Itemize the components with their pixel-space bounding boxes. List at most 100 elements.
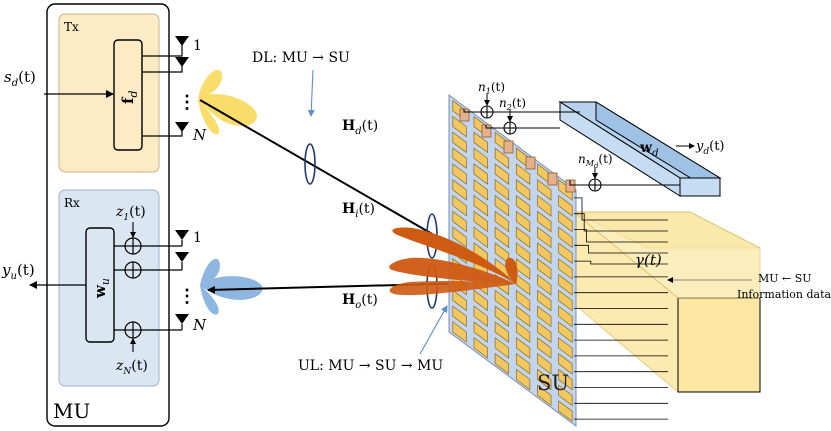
su-element xyxy=(558,194,573,217)
tx-beam xyxy=(198,69,257,135)
su-element xyxy=(494,289,510,312)
su-element xyxy=(494,305,510,328)
su-noise-m-label: nMd(t) xyxy=(578,152,613,170)
su-element xyxy=(452,147,467,170)
su-element xyxy=(558,226,573,249)
channel-o-label: Ho(t) xyxy=(342,292,378,311)
su-element xyxy=(473,163,488,185)
channel-d-label: Hd(t) xyxy=(342,118,378,137)
su-element xyxy=(537,273,552,296)
rx-antenna-first-label: 1 xyxy=(193,230,202,246)
su-adder-icon xyxy=(588,178,602,192)
rx-noise-top-label: z1(t) xyxy=(115,204,146,223)
tx-panel xyxy=(58,13,160,173)
su-element xyxy=(515,242,531,264)
rx-adder-icon xyxy=(124,261,142,279)
rx-adder-icon xyxy=(124,237,142,255)
su-element xyxy=(494,337,510,359)
su-combiner-block xyxy=(558,101,722,197)
rx-antenna-icon xyxy=(175,252,189,262)
su-control-wires xyxy=(574,197,668,420)
su-beam xyxy=(389,227,518,296)
rx-output-signal: yu(t) xyxy=(1,261,35,282)
su-element xyxy=(515,337,531,359)
su-element xyxy=(558,289,573,312)
su-element xyxy=(537,321,552,343)
ul-pointer xyxy=(419,305,448,355)
dl-pointer xyxy=(307,69,315,117)
su-element-grid xyxy=(452,99,573,423)
su-control-wire xyxy=(574,229,668,243)
su-element xyxy=(537,242,552,264)
su-control-wire xyxy=(574,213,668,232)
tx-feed-1 xyxy=(142,44,183,57)
su-element xyxy=(515,179,531,201)
precoder-label: fd xyxy=(119,91,140,105)
su-element xyxy=(558,305,573,328)
su-element xyxy=(473,147,488,170)
su-noise-2-label: n2(t) xyxy=(499,96,526,112)
su-element xyxy=(537,226,552,249)
su-sensor xyxy=(503,140,514,154)
su-element xyxy=(494,210,510,233)
su-element xyxy=(473,289,488,312)
su-element xyxy=(537,179,552,201)
su-element xyxy=(452,226,467,249)
su-element xyxy=(558,258,573,280)
channel-d-ellipse xyxy=(304,143,316,185)
su-element xyxy=(537,258,552,280)
su-element xyxy=(494,194,510,217)
su-element xyxy=(494,179,510,201)
su-element xyxy=(558,352,573,375)
su-element xyxy=(537,210,552,233)
su-element xyxy=(473,305,488,328)
su-element xyxy=(558,321,573,344)
tx-antenna-first-label: 1 xyxy=(193,38,202,54)
su-element xyxy=(515,368,531,391)
su-element xyxy=(452,115,467,138)
su-element xyxy=(558,400,573,423)
su-element xyxy=(515,163,531,185)
su-element xyxy=(515,305,531,328)
su-element xyxy=(452,131,467,154)
su-adder-icon xyxy=(503,121,517,135)
su-element xyxy=(473,179,488,201)
tx-input-signal: sd(t) xyxy=(4,68,36,89)
su-element xyxy=(537,384,552,407)
rx-antenna-icon xyxy=(175,314,189,324)
su-output-signal: yd(t) xyxy=(695,139,725,157)
su-element xyxy=(515,226,531,249)
su-element xyxy=(494,147,510,170)
su-combiner-label: wd xyxy=(639,140,658,159)
rx-antenna-icon xyxy=(175,230,189,240)
su-element xyxy=(452,163,467,185)
su-element xyxy=(537,194,552,217)
su-control-wire xyxy=(574,197,668,221)
info-line-2: Information data xyxy=(737,288,831,301)
su-element xyxy=(473,210,488,233)
su-element xyxy=(537,352,552,375)
su-element xyxy=(515,194,531,217)
su-element xyxy=(515,210,531,233)
su-element xyxy=(473,321,488,343)
tx-antenna-icon xyxy=(175,36,189,46)
su-element xyxy=(558,242,573,265)
su-element xyxy=(515,352,531,375)
su-element xyxy=(537,337,552,359)
su-sensor xyxy=(547,172,558,186)
su-element xyxy=(494,163,510,185)
su-element xyxy=(452,321,467,343)
su-control-wire xyxy=(574,260,668,265)
su-feed-m xyxy=(569,180,680,186)
rx-antenna-last-label: N xyxy=(192,316,207,334)
su-element xyxy=(558,384,573,407)
rx-adder-icon xyxy=(124,321,142,339)
rx-noise-bottom-label: zN(t) xyxy=(115,358,148,377)
su-element xyxy=(473,131,488,154)
su-label: SU xyxy=(537,371,569,395)
su-noise-1-label: n1(t) xyxy=(478,80,505,96)
rx-label: Rx xyxy=(64,196,80,210)
combiner-label: wu xyxy=(91,278,112,299)
tx-label: Tx xyxy=(64,20,79,34)
